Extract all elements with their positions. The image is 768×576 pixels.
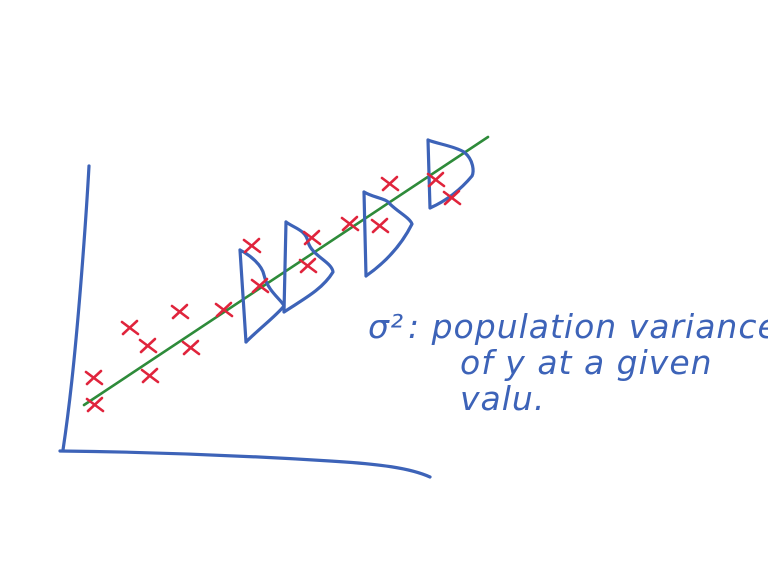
distribution-curve xyxy=(362,190,414,278)
x-mark-icon xyxy=(442,189,462,206)
x-mark-icon xyxy=(298,257,318,274)
y-axis xyxy=(61,164,91,452)
x-mark-icon xyxy=(140,367,160,384)
x-mark-icon xyxy=(84,369,104,386)
annotation-line-3: valu. xyxy=(460,379,545,418)
x-mark-icon xyxy=(302,229,322,246)
x-mark-icon xyxy=(181,339,201,356)
x-mark-icon xyxy=(85,396,105,413)
sigma-squared-symbol: σ² xyxy=(368,307,404,346)
x-mark-icon xyxy=(214,301,234,318)
annotation-line-1: : population variance xyxy=(408,307,768,346)
x-mark-icon xyxy=(138,337,158,354)
x-mark-icon xyxy=(250,277,270,294)
x-mark-icon xyxy=(120,319,140,336)
annotation: σ² : population variance of y at a given… xyxy=(368,307,768,418)
x-mark-icon xyxy=(340,215,360,232)
x-mark-icon xyxy=(426,171,446,188)
x-axis xyxy=(58,449,432,479)
x-mark-icon xyxy=(170,303,190,320)
data-points xyxy=(84,171,462,413)
distribution-curve xyxy=(238,248,286,344)
x-mark-icon xyxy=(242,237,262,254)
distribution-curve xyxy=(282,220,335,314)
x-mark-icon xyxy=(380,175,400,192)
x-mark-icon xyxy=(370,217,390,234)
distribution-curves xyxy=(238,138,475,344)
annotation-line-2: of y at a given xyxy=(460,343,713,382)
